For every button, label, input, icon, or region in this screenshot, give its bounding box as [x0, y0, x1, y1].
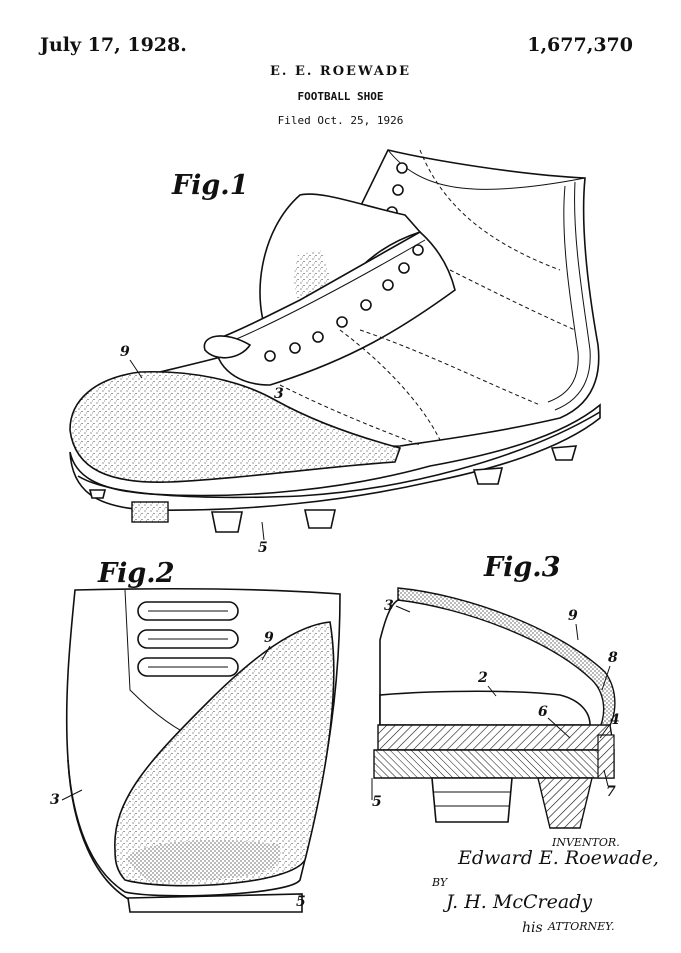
fig1-ref-5: 5: [258, 540, 268, 556]
fig1-ref-3: 3: [274, 386, 284, 402]
patent-title: FOOTBALL SHOE: [297, 90, 384, 103]
figure-2-toe-top-view: Fig.2 9 3 5: [50, 558, 341, 913]
figure-1-shoe-side-view: Fig.1: [69, 149, 601, 556]
fig1-seam-1: [419, 149, 561, 271]
figure-3-cross-section: Fig.3 3 9 8 2 6 4 5 7: [371, 552, 620, 829]
attorney-signature: J. H. McCready: [442, 891, 592, 913]
fig1-cleats: [88, 445, 578, 533]
fig1-ref-9: 9: [120, 344, 130, 360]
attorney-label: ATTORNEY.: [547, 920, 615, 933]
fig3-ref-3: 3: [384, 598, 394, 614]
fig1-label: Fig.1: [171, 170, 249, 201]
fig3-ref-7: 7: [606, 784, 616, 800]
fig1-heel-counter: [554, 181, 591, 411]
fig2-label: Fig.2: [97, 558, 175, 589]
fig3-ref-8: 8: [608, 650, 618, 666]
fig3-ref-2: 2: [477, 670, 488, 686]
patent-date: July 17, 1928.: [40, 34, 187, 56]
fig3-label: Fig.3: [483, 552, 561, 583]
his-label: his: [522, 920, 543, 936]
fig2-laces: [137, 601, 239, 677]
fig2-sole-edge: [127, 893, 303, 913]
fig3-ref-4: 4: [610, 712, 620, 728]
patent-number: 1,677,370: [527, 34, 633, 56]
signature-block: INVENTOR. Edward E. Roewade, BY J. H. Mc…: [431, 836, 659, 936]
fig3-outsole: [373, 749, 615, 779]
fig3-midsole: [377, 724, 615, 751]
fig1-heel-stitch: [547, 185, 579, 403]
fig3-ref-6: 6: [538, 704, 548, 720]
fig3-cleats: [431, 777, 593, 829]
fig2-ref-3: 3: [50, 792, 60, 808]
fig2-toe-cap: [114, 621, 335, 887]
fig1-lace: [203, 335, 252, 359]
fig2-ref-5: 5: [296, 894, 306, 910]
inventor-label: INVENTOR.: [551, 836, 620, 849]
fig3-ref-9: 9: [568, 608, 578, 624]
inventor-name: E. E. ROEWADE: [270, 64, 411, 79]
fig3-insole: [379, 690, 591, 726]
fig1-sole: [69, 403, 601, 512]
fig1-eyelets: [264, 244, 424, 362]
fig3-welt: [597, 734, 615, 779]
fig3-ref-5: 5: [372, 794, 382, 810]
by-label: BY: [431, 876, 449, 889]
fig1-toe-cap: [69, 370, 402, 483]
filed-date: Filed Oct. 25, 1926: [277, 114, 404, 127]
fig1-lace-flap: [214, 231, 456, 386]
inventor-signature: Edward E. Roewade,: [457, 847, 659, 869]
fig2-ref-9: 9: [264, 630, 274, 646]
